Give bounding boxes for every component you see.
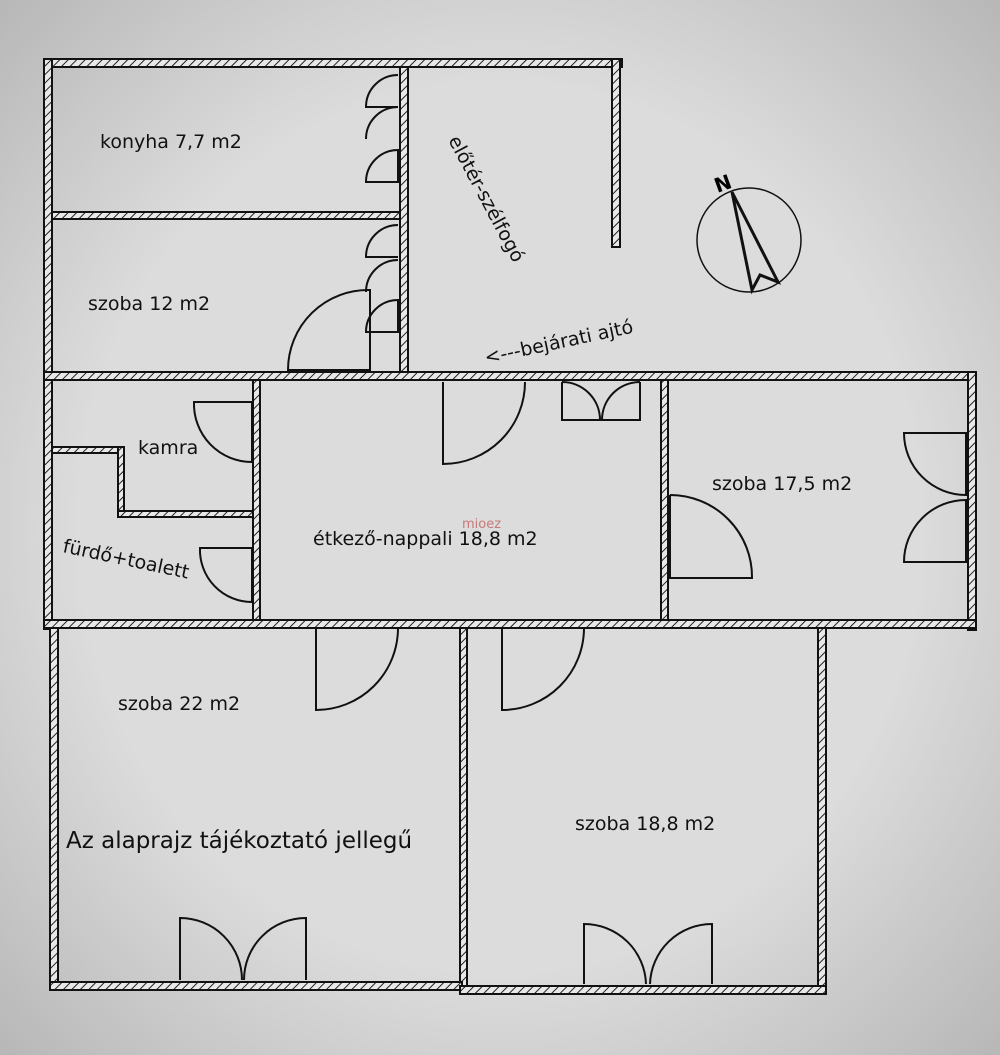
label-dining-living: étkező-nappali 18,8 m2 bbox=[313, 528, 538, 550]
label-room-12: szoba 12 m2 bbox=[88, 293, 210, 315]
label-pantry: kamra bbox=[138, 437, 198, 459]
label-kitchen: konyha 7,7 m2 bbox=[100, 131, 242, 153]
label-room-18-8: szoba 18,8 m2 bbox=[575, 813, 715, 835]
compass-circle bbox=[696, 187, 802, 293]
disclaimer-text: Az alaprajz tájékoztató jellegű bbox=[66, 828, 412, 854]
walls bbox=[43, 58, 977, 995]
compass-north-label: N bbox=[711, 169, 735, 197]
north-arrow-icon bbox=[730, 191, 782, 295]
label-room-17-5: szoba 17,5 m2 bbox=[712, 473, 852, 495]
compass: N bbox=[696, 169, 802, 295]
doors bbox=[179, 74, 967, 985]
label-room-22: szoba 22 m2 bbox=[118, 693, 240, 715]
watermark-logo: mioez bbox=[462, 517, 501, 532]
